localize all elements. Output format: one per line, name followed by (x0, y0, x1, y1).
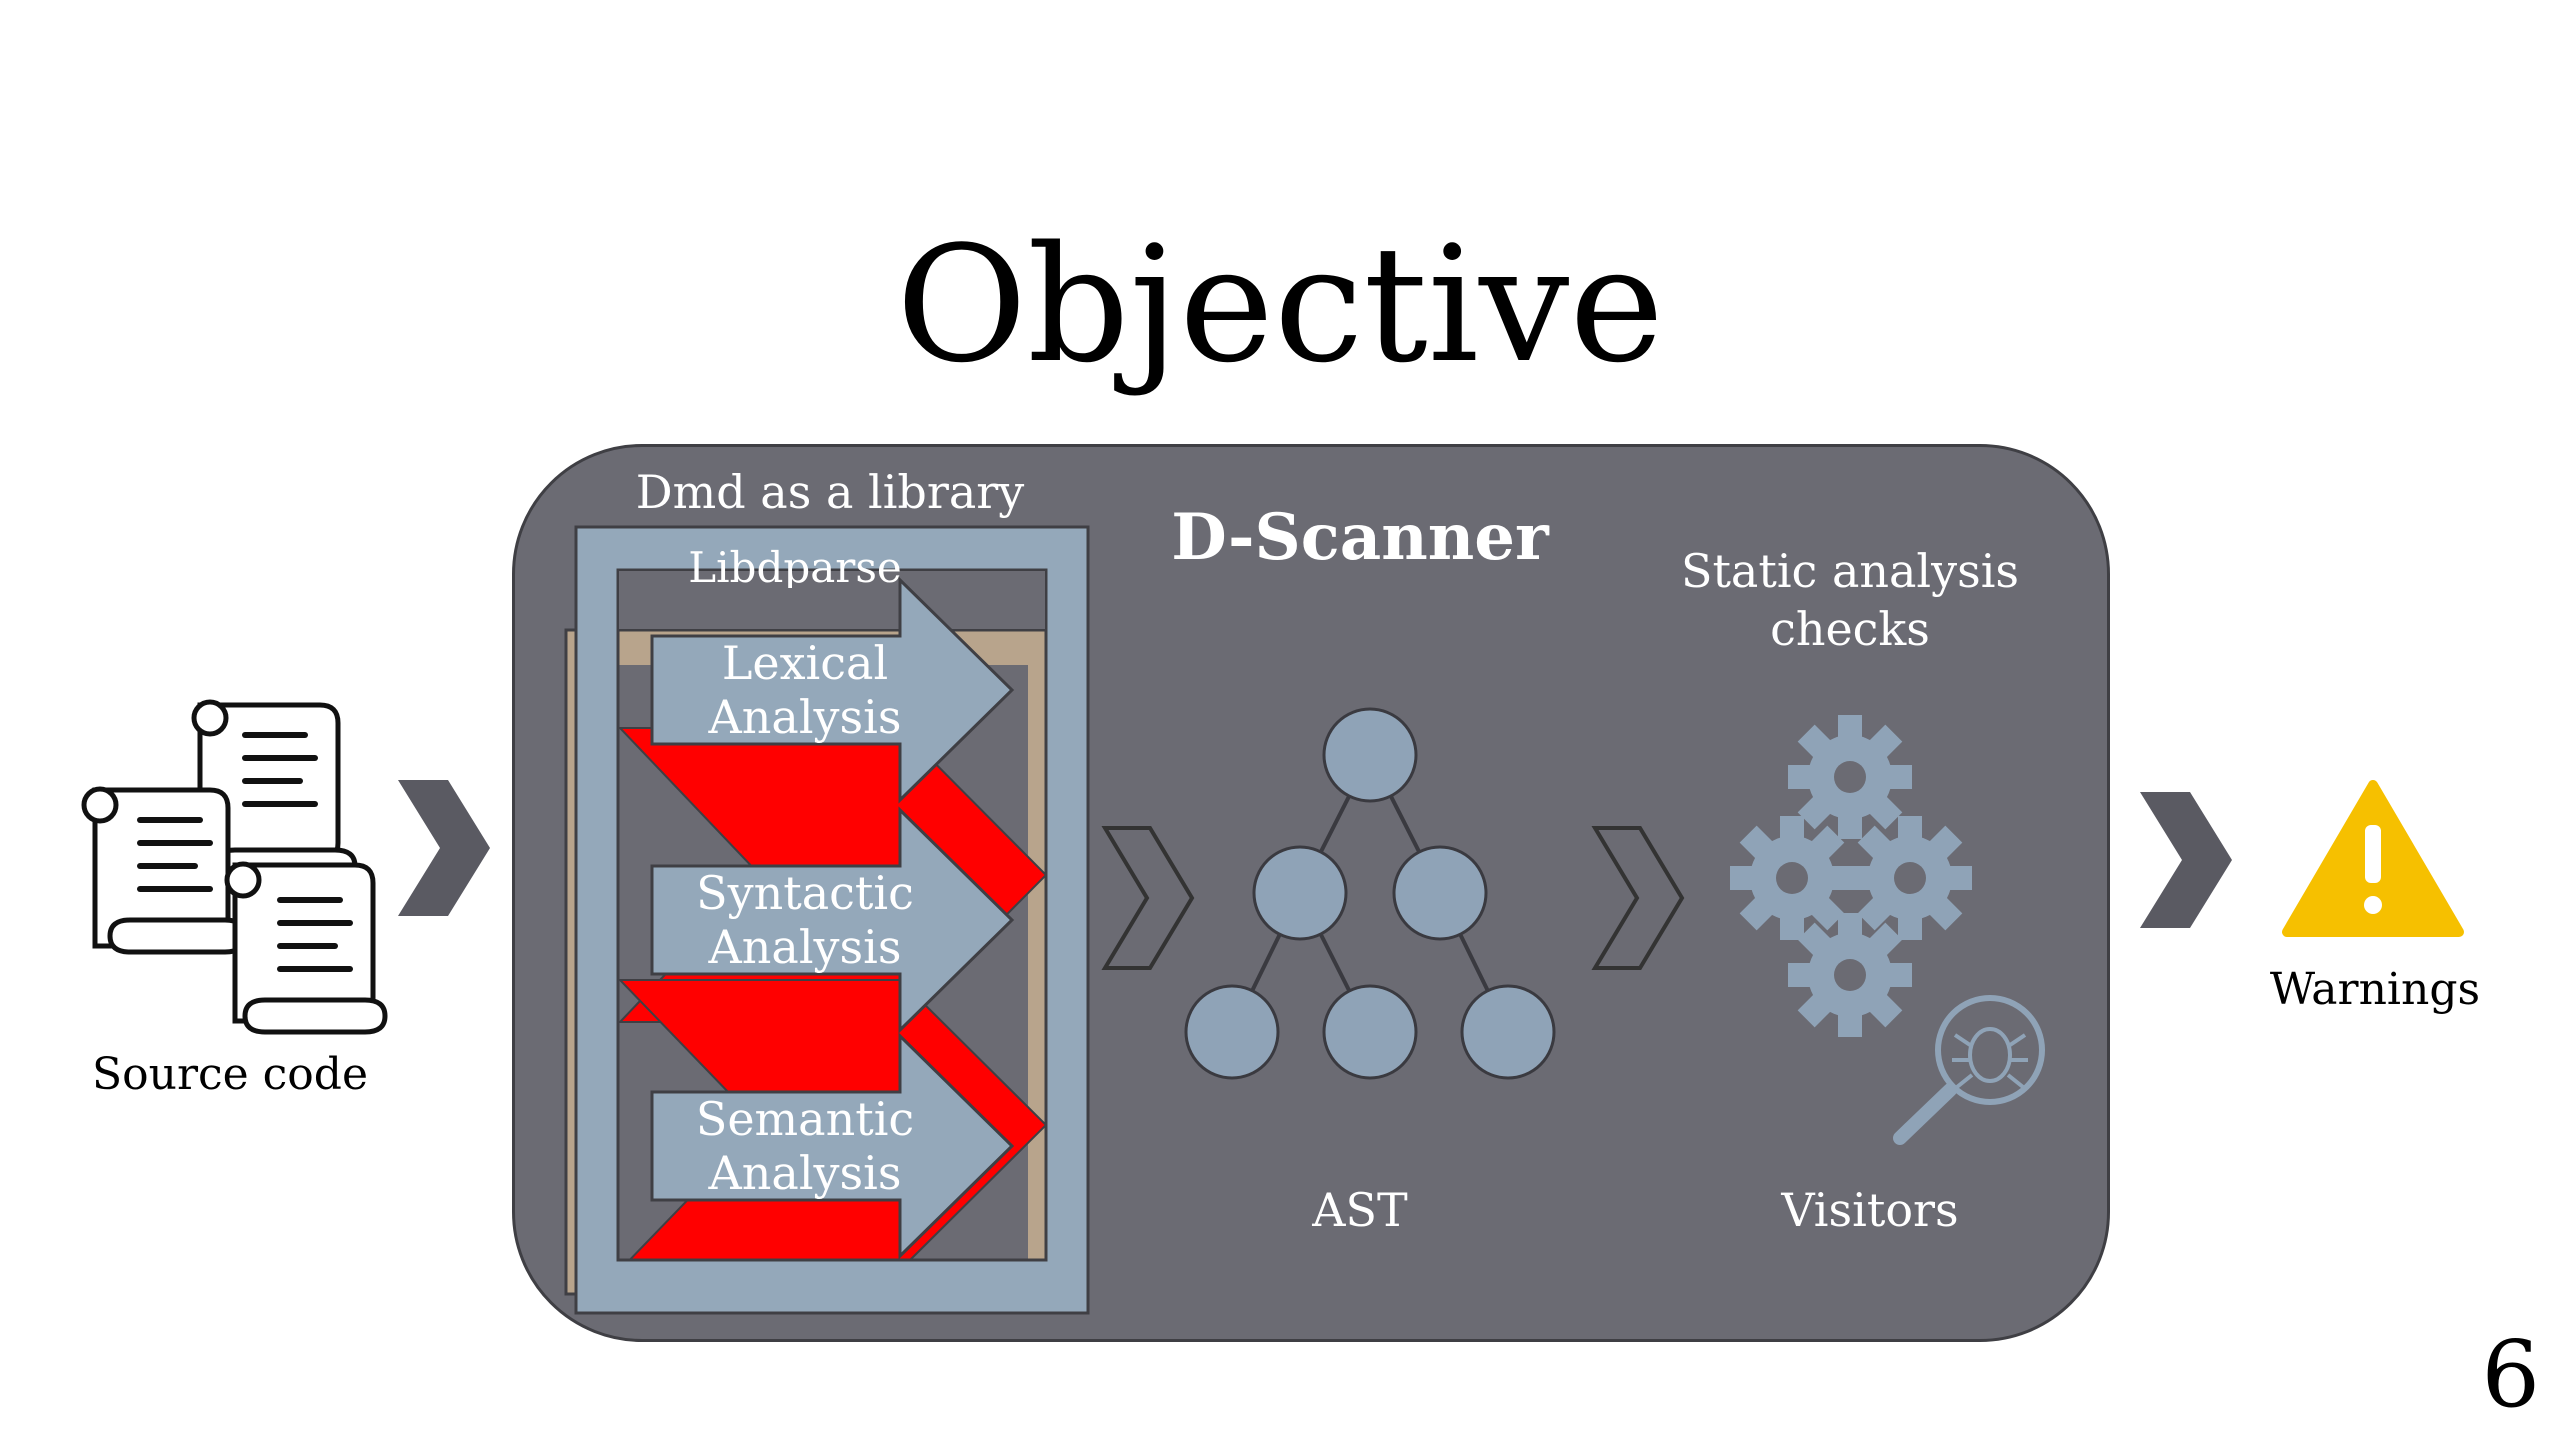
tree-nodes-icon (1101, 707, 1685, 1080)
stage-syntactic: Syntactic Analysis (696, 866, 914, 974)
warnings-label: Warnings (2269, 964, 2481, 1015)
d-scanner-title: D-Scanner (1171, 500, 1549, 575)
stage-arrow-lexical (650, 576, 1015, 804)
stage-arrows (650, 576, 1015, 1260)
scroll-documents-icon (81, 699, 388, 1035)
chevron-right-icon (1101, 826, 1195, 970)
slide-title: Objective (895, 211, 1665, 398)
stage-arrow-semantic (650, 1032, 1015, 1260)
bug-magnifier-icon (1893, 995, 2045, 1145)
checks-label-line-2: checks (1770, 602, 1930, 656)
stage-arrow-syntactic (650, 806, 1015, 1034)
library-label: Dmd as a library (635, 465, 1025, 519)
visitors-label: Visitors (1781, 1183, 1959, 1237)
ast-label: AST (1312, 1183, 1408, 1237)
stage-semantic: Semantic Analysis (695, 1092, 915, 1200)
chevron-right-icon (398, 780, 490, 916)
chevron-right-icon (2140, 792, 2232, 928)
warning-triangle-icon (2282, 780, 2464, 937)
source-code-label: Source code (91, 1049, 368, 1100)
stage-lexical: Lexical Analysis (708, 636, 902, 744)
page-number: 6 (2481, 1321, 2540, 1428)
chevron-right-icon (1591, 826, 1685, 970)
checks-label-line-1: Static analysis (1680, 544, 2020, 598)
libdparse-label: Libdparse (688, 548, 902, 588)
